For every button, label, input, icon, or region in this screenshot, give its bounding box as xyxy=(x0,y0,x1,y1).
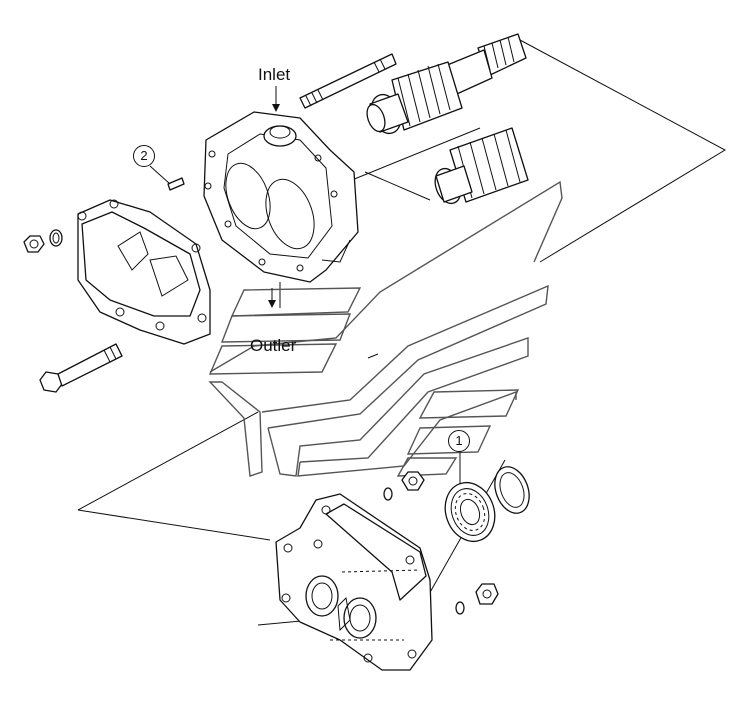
callout-2: 2 xyxy=(133,145,155,167)
pump-body xyxy=(203,111,359,283)
inlet-arrow xyxy=(272,86,280,112)
callout-1: 1 xyxy=(448,430,470,452)
bearing xyxy=(444,446,496,543)
nut-washer-upper xyxy=(383,471,425,501)
end-cover xyxy=(77,199,211,345)
outlet-label: Outler xyxy=(250,336,297,355)
mounting-flange xyxy=(275,493,433,671)
nut-washer-left xyxy=(23,229,63,253)
gasket-stack xyxy=(208,180,563,477)
driven-gear xyxy=(434,127,529,205)
snap-ring xyxy=(494,466,530,514)
inlet-stud xyxy=(299,53,397,109)
drive-shaft-gear xyxy=(366,33,527,135)
inlet-label: Inlet xyxy=(258,65,291,84)
dowel-pin xyxy=(149,165,185,191)
nut-washer-lower xyxy=(455,583,499,615)
outlet-arrow xyxy=(268,288,379,359)
long-bolt xyxy=(39,343,123,393)
